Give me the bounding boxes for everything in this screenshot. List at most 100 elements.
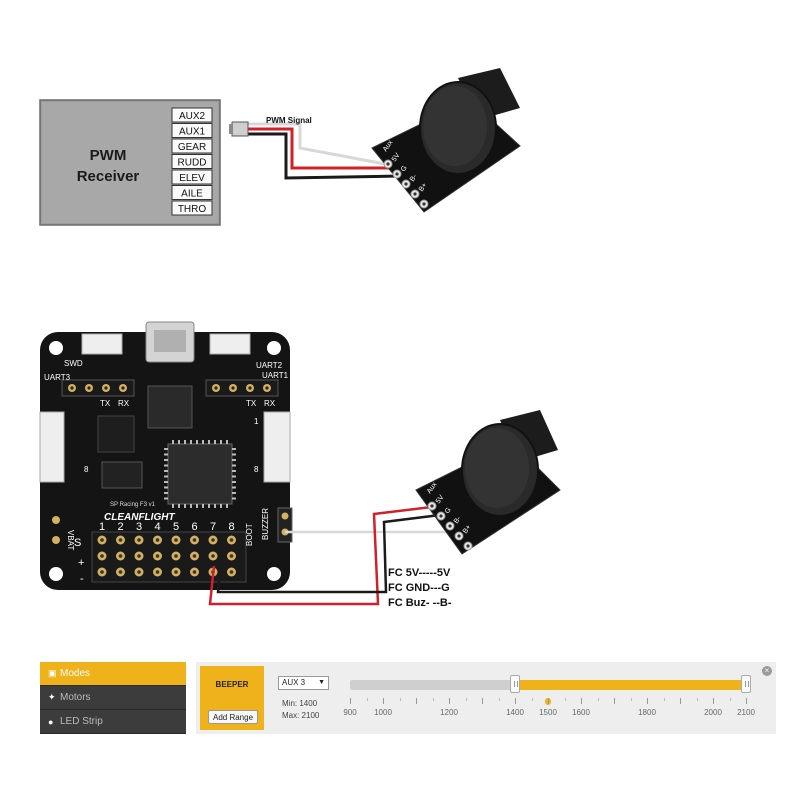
pin-number-label: 8 — [228, 521, 234, 533]
range-slider[interactable] — [350, 675, 751, 693]
bottom-wires — [208, 504, 460, 606]
motors-icon: ✦ — [48, 692, 56, 702]
mcu-pin — [164, 464, 168, 467]
mcu-pin — [232, 497, 236, 500]
label-uart1: UART1 — [262, 371, 289, 380]
scale-tick-label: 1200 — [440, 708, 458, 717]
receiver-channel-box — [171, 107, 213, 123]
scale-tick — [399, 698, 401, 701]
scale-tick — [630, 698, 632, 701]
label-side-left: 8 — [84, 465, 89, 474]
scale-tick — [350, 698, 351, 704]
receiver-channel-label: ELEV — [179, 173, 205, 184]
uart-pin-hole — [231, 386, 235, 390]
sidebar-item-led-strip[interactable]: ●LED Strip — [40, 710, 186, 734]
label-buzzer: BUZZER — [261, 508, 270, 540]
scale-tick — [663, 698, 665, 701]
label-boot: BOOT — [245, 523, 254, 546]
mcu-pin — [196, 504, 198, 508]
add-range-button[interactable]: Add Range — [208, 710, 258, 724]
header-pin-hole — [100, 538, 104, 542]
scale-tick — [531, 698, 533, 701]
scale-tick-label: 900 — [343, 708, 357, 717]
header-pin-hole — [155, 570, 160, 574]
close-icon[interactable]: × — [762, 666, 772, 676]
sidebar-item-motors[interactable]: ✦ Motors — [40, 686, 186, 710]
mcu-pin — [164, 459, 168, 461]
header-pin-hole — [155, 554, 160, 558]
label-rx-left: RX — [118, 399, 130, 408]
header-pin-hole — [192, 570, 197, 574]
pin-number-label: 4 — [154, 521, 160, 533]
buzzer-pin-label: B- — [409, 173, 419, 183]
mode-box: BEEPER Add Range — [200, 666, 264, 730]
scale-tick — [564, 698, 566, 701]
scale-tick — [449, 698, 450, 704]
mcu-pin — [178, 504, 180, 508]
mcu-pin — [164, 453, 168, 456]
scale-tick — [647, 698, 648, 704]
mcu-pin — [164, 497, 168, 500]
label-plus: + — [78, 557, 84, 569]
mcu-pin — [164, 486, 168, 489]
top-wires — [248, 122, 401, 180]
mcu-pin — [232, 492, 236, 494]
mcu-pin — [190, 440, 192, 444]
range-handle-max[interactable] — [741, 675, 751, 693]
brand-logo: CLEANFLIGHT — [104, 512, 175, 523]
channel-select-value: AUX 3 — [282, 678, 306, 687]
receiver-title-line2: Receiver — [77, 168, 140, 185]
scale-tick — [366, 698, 368, 701]
sidebar-item-label: Modes — [60, 668, 91, 679]
pwm-signal-label: PWM Signal — [266, 116, 312, 125]
scale-tick-label: 2000 — [704, 708, 722, 717]
header-pin-hole — [192, 554, 197, 558]
label-side-right: 1 — [254, 417, 259, 426]
sidebar: ▣Modes ✦ Motors ●LED Strip — [40, 662, 186, 734]
mcu-pin — [232, 448, 236, 450]
scale-tick — [746, 698, 747, 704]
mcu-pin — [232, 470, 236, 472]
connection-label: FC Buz- --B- — [388, 597, 452, 609]
mcu-pin — [232, 464, 236, 467]
range-handle-min[interactable] — [510, 675, 520, 693]
header-pin-hole — [100, 570, 104, 574]
header-pin-hole — [118, 538, 123, 542]
sidebar-item-label: Motors — [60, 692, 91, 703]
mcu-pin — [220, 504, 222, 508]
connection-label: FC 5V-----5V — [388, 567, 451, 579]
mcu-pin — [202, 504, 204, 508]
scale-tick — [416, 698, 417, 704]
scale-tick — [680, 698, 681, 704]
buzzer-pin-label: B+ — [418, 182, 429, 193]
configurator-panel: ▣Modes ✦ Motors ●LED Strip BEEPER Add Range… — [0, 660, 800, 740]
mcu-pin — [184, 440, 186, 444]
scale-tick — [729, 698, 731, 701]
receiver-channel-label: AUX2 — [179, 111, 206, 122]
mcu-pins — [164, 440, 236, 508]
uart-pin-hole — [214, 386, 218, 390]
buzzer-pin-label: 5V — [391, 152, 402, 163]
pin-number-label: 6 — [191, 521, 197, 533]
uart-pin-hole — [248, 386, 252, 390]
scale-tick — [383, 698, 384, 704]
channel-select[interactable]: AUX 3 ▼ — [278, 676, 329, 690]
mcu-pin — [164, 492, 168, 494]
mcu-pin — [226, 504, 228, 508]
buzzer-pin-hole — [386, 162, 390, 166]
chevron-down-icon: ▼ — [318, 679, 325, 686]
mcu-pin — [184, 504, 186, 508]
header-pin-hole — [229, 554, 234, 558]
label-side-right-low: 8 — [254, 465, 259, 474]
label-rx-right: RX — [264, 399, 276, 408]
scale-tick — [498, 698, 500, 701]
sidebar-item-modes[interactable]: ▣Modes — [40, 662, 186, 686]
scale-tick — [482, 698, 483, 704]
header-pin-hole — [174, 538, 178, 542]
scale-tick-label: 2100 — [737, 708, 755, 717]
receiver-channel-box — [171, 200, 213, 216]
